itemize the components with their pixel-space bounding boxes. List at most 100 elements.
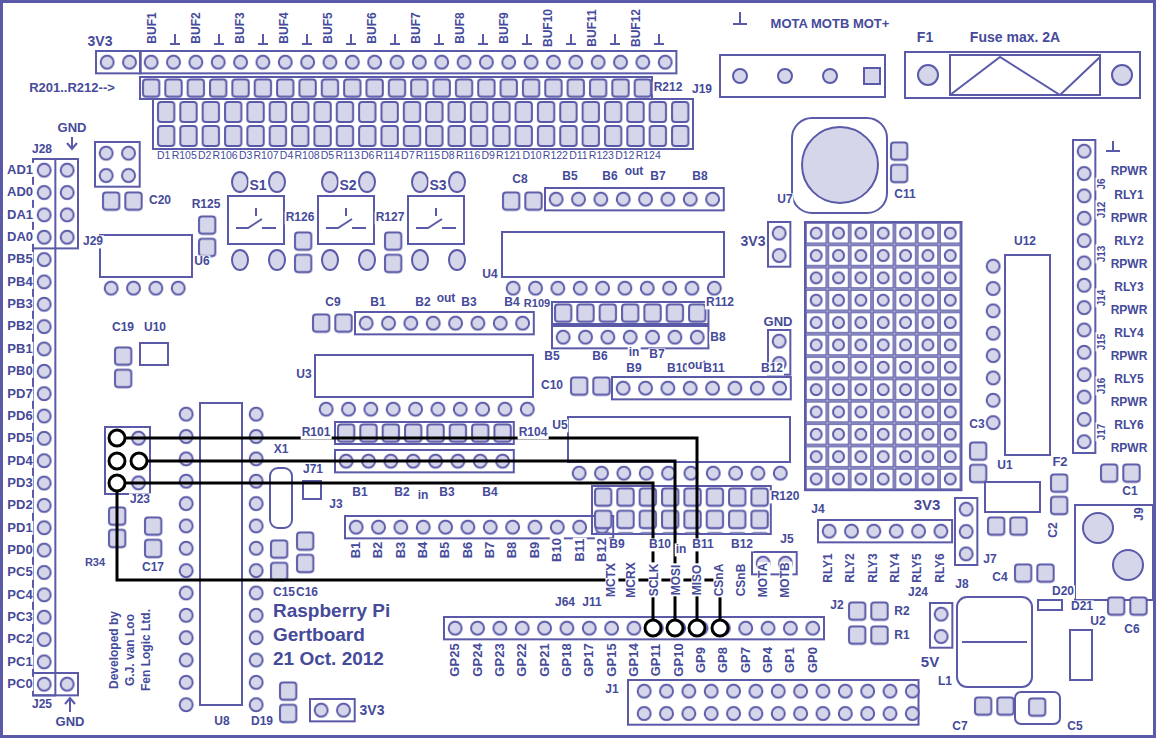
silk-outline — [552, 326, 708, 348]
silk-label: B4 — [416, 541, 430, 560]
silk-outline — [1070, 630, 1092, 680]
pads — [1105, 595, 1150, 617]
silk-label: B3 — [394, 541, 408, 560]
silk-label: J17 — [1096, 423, 1107, 442]
silk-label: B10 — [648, 538, 672, 551]
silk-label: D21 — [1070, 600, 1094, 613]
silk-outline — [318, 196, 374, 244]
silk-label: B5 — [438, 541, 452, 560]
silk-label: BUF11 — [586, 8, 599, 47]
silk-label: J3 — [328, 498, 343, 511]
silk-label: J19 — [691, 83, 713, 96]
silk-label: MISO — [691, 564, 704, 597]
silk-label: X1 — [273, 443, 290, 456]
pads — [277, 680, 299, 725]
silk-label: GP7 — [739, 646, 753, 674]
silk-outline — [33, 159, 55, 695]
silk-label: MOSI — [670, 564, 683, 597]
silk-label: J29 — [82, 235, 104, 248]
silk-label: R109 — [523, 297, 551, 309]
silk-label: G.J. van Loo — [124, 613, 137, 687]
silk-outline — [552, 302, 708, 324]
pads — [56, 159, 78, 248]
silk-label: RLY1 — [1113, 189, 1145, 202]
silk-label: RPWR — [1110, 304, 1149, 317]
silk-label: RLY2 — [845, 552, 858, 584]
silk-label: C20 — [148, 194, 172, 207]
silk-label: PC0 — [6, 677, 33, 691]
silk-label: RLY6 — [934, 552, 947, 584]
silk-outline — [1038, 600, 1062, 610]
silk-label: GP15 — [604, 642, 618, 677]
pads — [955, 498, 977, 565]
pads — [100, 277, 189, 299]
silk-label: B12 — [760, 362, 784, 375]
pads — [967, 440, 989, 485]
silk-label: J15 — [1096, 333, 1107, 352]
silk-label: in — [628, 346, 641, 359]
silk-outline — [236, 208, 456, 228]
silk-label: R116 — [456, 150, 480, 162]
silk-label: BUF3 — [234, 11, 247, 44]
silk-label: GP14 — [627, 642, 641, 677]
silk-label: C16 — [295, 586, 319, 599]
silk-label: C15 — [272, 586, 296, 599]
pads — [335, 422, 514, 444]
pads — [382, 230, 404, 275]
silk-label: B6 — [461, 541, 475, 560]
pads — [196, 214, 218, 259]
silk-label: RLY2 — [1113, 235, 1145, 248]
pads — [112, 345, 134, 390]
silk-outline — [930, 603, 952, 648]
silk-label: J11 — [581, 596, 602, 609]
silk-label: J9 — [1133, 506, 1146, 521]
silk-outline — [905, 52, 1140, 98]
pads — [1026, 696, 1048, 718]
silk-label: MOTA MOTB MOT+ — [770, 17, 891, 31]
pads — [142, 515, 164, 560]
pads — [982, 255, 1004, 434]
silk-outline — [270, 468, 292, 528]
jumper-wire — [117, 483, 720, 628]
pads — [545, 188, 724, 210]
silk-label: S1 — [248, 178, 267, 193]
pads — [245, 403, 267, 716]
silk-label: U3 — [295, 368, 312, 381]
silk-label: C1 — [1121, 485, 1138, 498]
silk-outline — [408, 196, 464, 244]
silk-label: B4 — [481, 486, 498, 499]
silk-label: L1 — [937, 675, 953, 688]
silk-outline — [33, 12, 1153, 725]
silk-label: J71 — [302, 463, 324, 476]
wire-end — [131, 453, 147, 469]
silk-label: R34 — [84, 556, 106, 568]
silk-outline — [1015, 692, 1060, 724]
silk-label: B3 — [460, 296, 477, 309]
pads — [1073, 140, 1095, 453]
silk-label: U8 — [213, 715, 230, 728]
pads — [500, 190, 545, 212]
silk-outline — [950, 57, 1100, 95]
silk-label: J28 — [31, 143, 53, 156]
pads — [33, 159, 55, 695]
silk-label: PB0 — [6, 364, 33, 378]
pads — [449, 250, 465, 270]
silk-label: GND — [763, 315, 794, 329]
silk-label: BUF1 — [146, 11, 159, 44]
silk-outline — [805, 222, 961, 490]
pads — [449, 172, 465, 192]
pads — [268, 538, 290, 583]
pads — [269, 172, 285, 192]
silk-label: R112 — [705, 296, 735, 309]
silk-outline — [592, 486, 771, 534]
pads — [175, 403, 197, 716]
silk-label: J16 — [1096, 377, 1107, 396]
silk-label: F1 — [916, 30, 934, 45]
pads — [1112, 65, 1132, 85]
silk-label: out — [624, 165, 645, 178]
pads — [1048, 472, 1070, 517]
pads — [56, 673, 78, 695]
silk-label: PB2 — [6, 319, 33, 333]
silk-label: Fen Logic Ltd. — [140, 608, 153, 692]
